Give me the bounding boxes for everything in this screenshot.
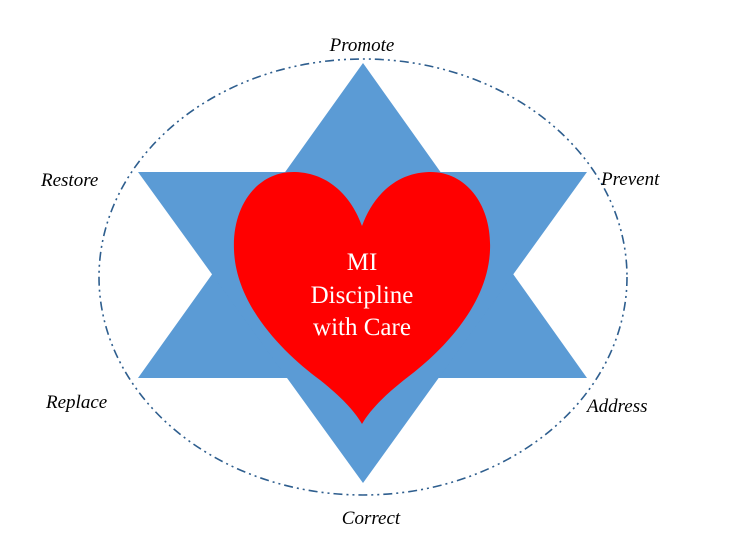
center-title-line-2: Discipline bbox=[311, 282, 414, 309]
label-replace: Replace bbox=[45, 392, 107, 413]
center-title: MI Discipline with Care bbox=[311, 249, 414, 341]
label-restore: Restore bbox=[40, 170, 98, 191]
label-correct: Correct bbox=[342, 508, 401, 529]
center-title-line-1: MI bbox=[347, 249, 378, 276]
label-address: Address bbox=[585, 396, 648, 417]
center-title-line-3: with Care bbox=[313, 314, 411, 341]
outer-dashed-ellipse bbox=[98, 58, 628, 496]
heart-shape bbox=[233, 171, 491, 424]
label-prevent: Prevent bbox=[600, 169, 660, 190]
label-promote: Promote bbox=[329, 35, 395, 56]
